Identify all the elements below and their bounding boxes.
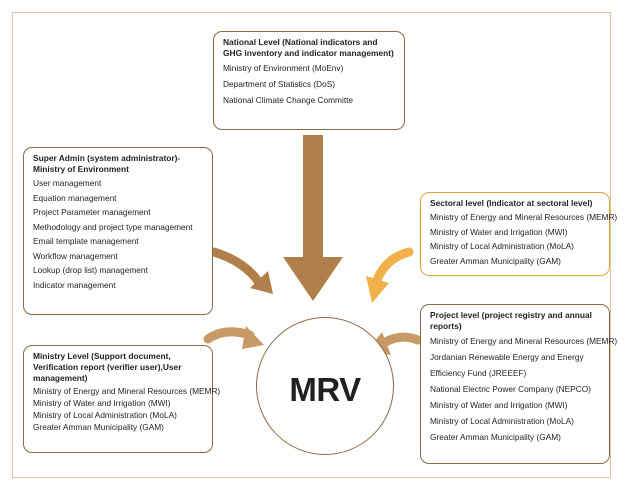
sectoral-item: Greater Amman Municipality (GAM) bbox=[430, 255, 561, 266]
project-level-box: Project level (project registry and annu… bbox=[420, 304, 618, 464]
project-item: Greater Amman Municipality (GAM) bbox=[430, 432, 561, 442]
national-level-title: National Level (National indicators and … bbox=[223, 37, 394, 58]
national-level-box: National Level (National indicators and … bbox=[213, 31, 405, 130]
sectoral-item: Ministry of Water and Irrigation (MWI) bbox=[430, 226, 568, 237]
super-admin-title: Super Admin (system administrator)-Minis… bbox=[33, 153, 181, 174]
project-item: Ministry of Water and Irrigation (MWI) bbox=[430, 400, 568, 410]
super-admin-item: User management bbox=[33, 178, 102, 188]
sectoral-level-title: Sectoral level (Indicator at sectoral le… bbox=[430, 198, 593, 208]
arrow-sectoral-to-mrv bbox=[372, 247, 414, 285]
arrow-national-to-mrv bbox=[283, 135, 343, 301]
arrow-superadmin-to-mrv bbox=[209, 247, 265, 289]
project-item: Ministry of Energy and Mineral Resources… bbox=[430, 336, 618, 346]
national-item: Department of Statistics (DoS) bbox=[223, 79, 336, 89]
ministry-item: Ministry of Energy and Mineral Resources… bbox=[33, 386, 221, 396]
super-admin-box: Super Admin (system administrator)-Minis… bbox=[23, 147, 213, 315]
sectoral-item: Ministry of Energy and Mineral Resources… bbox=[430, 212, 618, 222]
sectoral-level-box: Sectoral level (Indicator at sectoral le… bbox=[420, 192, 618, 276]
super-admin-item: Methodology and project type management bbox=[33, 221, 193, 232]
arrow-sectoral-head bbox=[366, 276, 389, 303]
super-admin-item: Indicator management bbox=[33, 279, 116, 290]
mrv-label: MRV bbox=[289, 371, 361, 408]
diagram-frame bbox=[12, 12, 611, 478]
arrow-ministry-to-mrv bbox=[203, 327, 255, 344]
national-item: National Climate Change Committe bbox=[223, 95, 354, 105]
mrv-center-circle: MRV bbox=[256, 317, 394, 455]
arrow-superadmin-head bbox=[250, 271, 273, 294]
sectoral-item: Ministry of Local Administration (MoLA) bbox=[430, 241, 574, 251]
project-item: Jordanian Renewable Energy and Energy bbox=[430, 352, 584, 362]
ministry-item: Greater Amman Municipality (GAM) bbox=[33, 422, 164, 432]
project-item: Ministry of Local Administration (MoLA) bbox=[430, 416, 574, 426]
arrow-ministry-head bbox=[242, 326, 264, 349]
ministry-item: Ministry of Local Administration (MoLA) bbox=[33, 410, 177, 420]
project-item: Efficiency Fund (JREEEF) bbox=[430, 368, 527, 378]
ministry-item: Ministry of Water and Irrigation (MWI) bbox=[33, 398, 171, 408]
ministry-level-box: Ministry Level (Support document, Verifi… bbox=[23, 345, 221, 453]
project-item: National Electric Power Company (NEPCO) bbox=[430, 384, 591, 394]
super-admin-item: Equation management bbox=[33, 192, 117, 203]
super-admin-item: Lookup (drop list) management bbox=[33, 265, 148, 275]
super-admin-item: Workflow management bbox=[33, 250, 118, 261]
arrow-project-to-mrv bbox=[379, 332, 423, 348]
super-admin-item: Email template management bbox=[33, 236, 139, 246]
project-level-title: Project level (project registry and annu… bbox=[430, 310, 592, 331]
super-admin-item: Project Parameter management bbox=[33, 207, 151, 217]
national-item: Ministry of Environment (MoEnv) bbox=[223, 63, 344, 73]
ministry-level-title: Ministry Level (Support document, Verifi… bbox=[33, 351, 182, 383]
